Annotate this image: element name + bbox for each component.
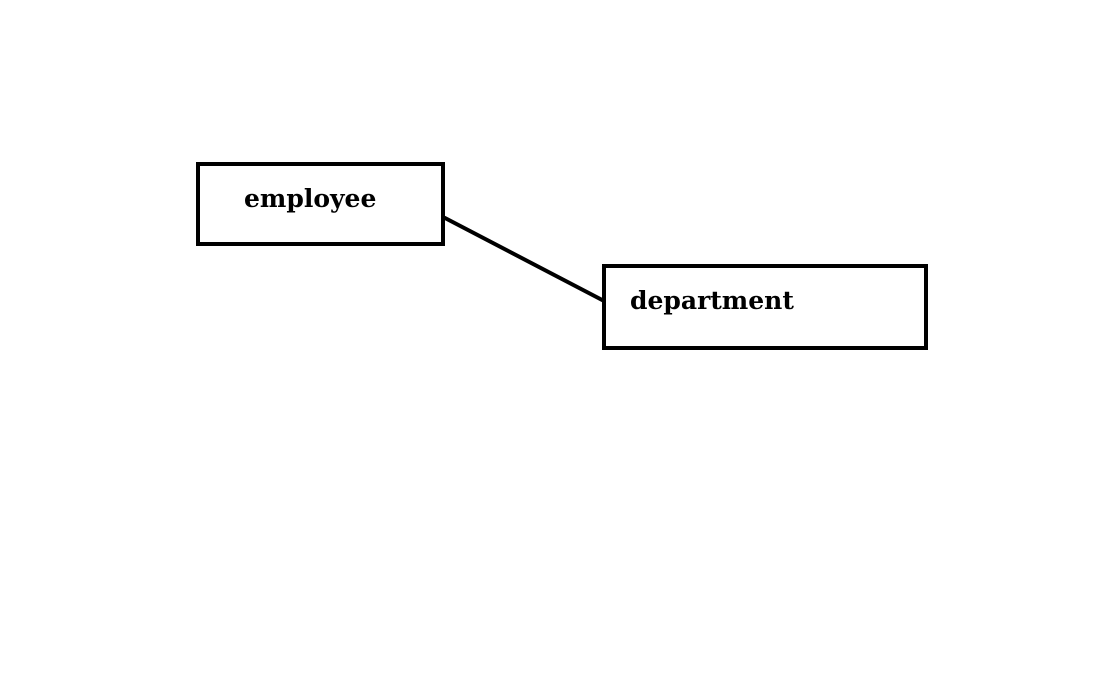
entity-label-employee: employee (244, 184, 377, 213)
entity-label-department: department (630, 286, 794, 315)
entity-box-department: department (602, 264, 928, 350)
employee-department-link (443, 216, 608, 304)
entity-box-employee: employee (196, 162, 445, 246)
